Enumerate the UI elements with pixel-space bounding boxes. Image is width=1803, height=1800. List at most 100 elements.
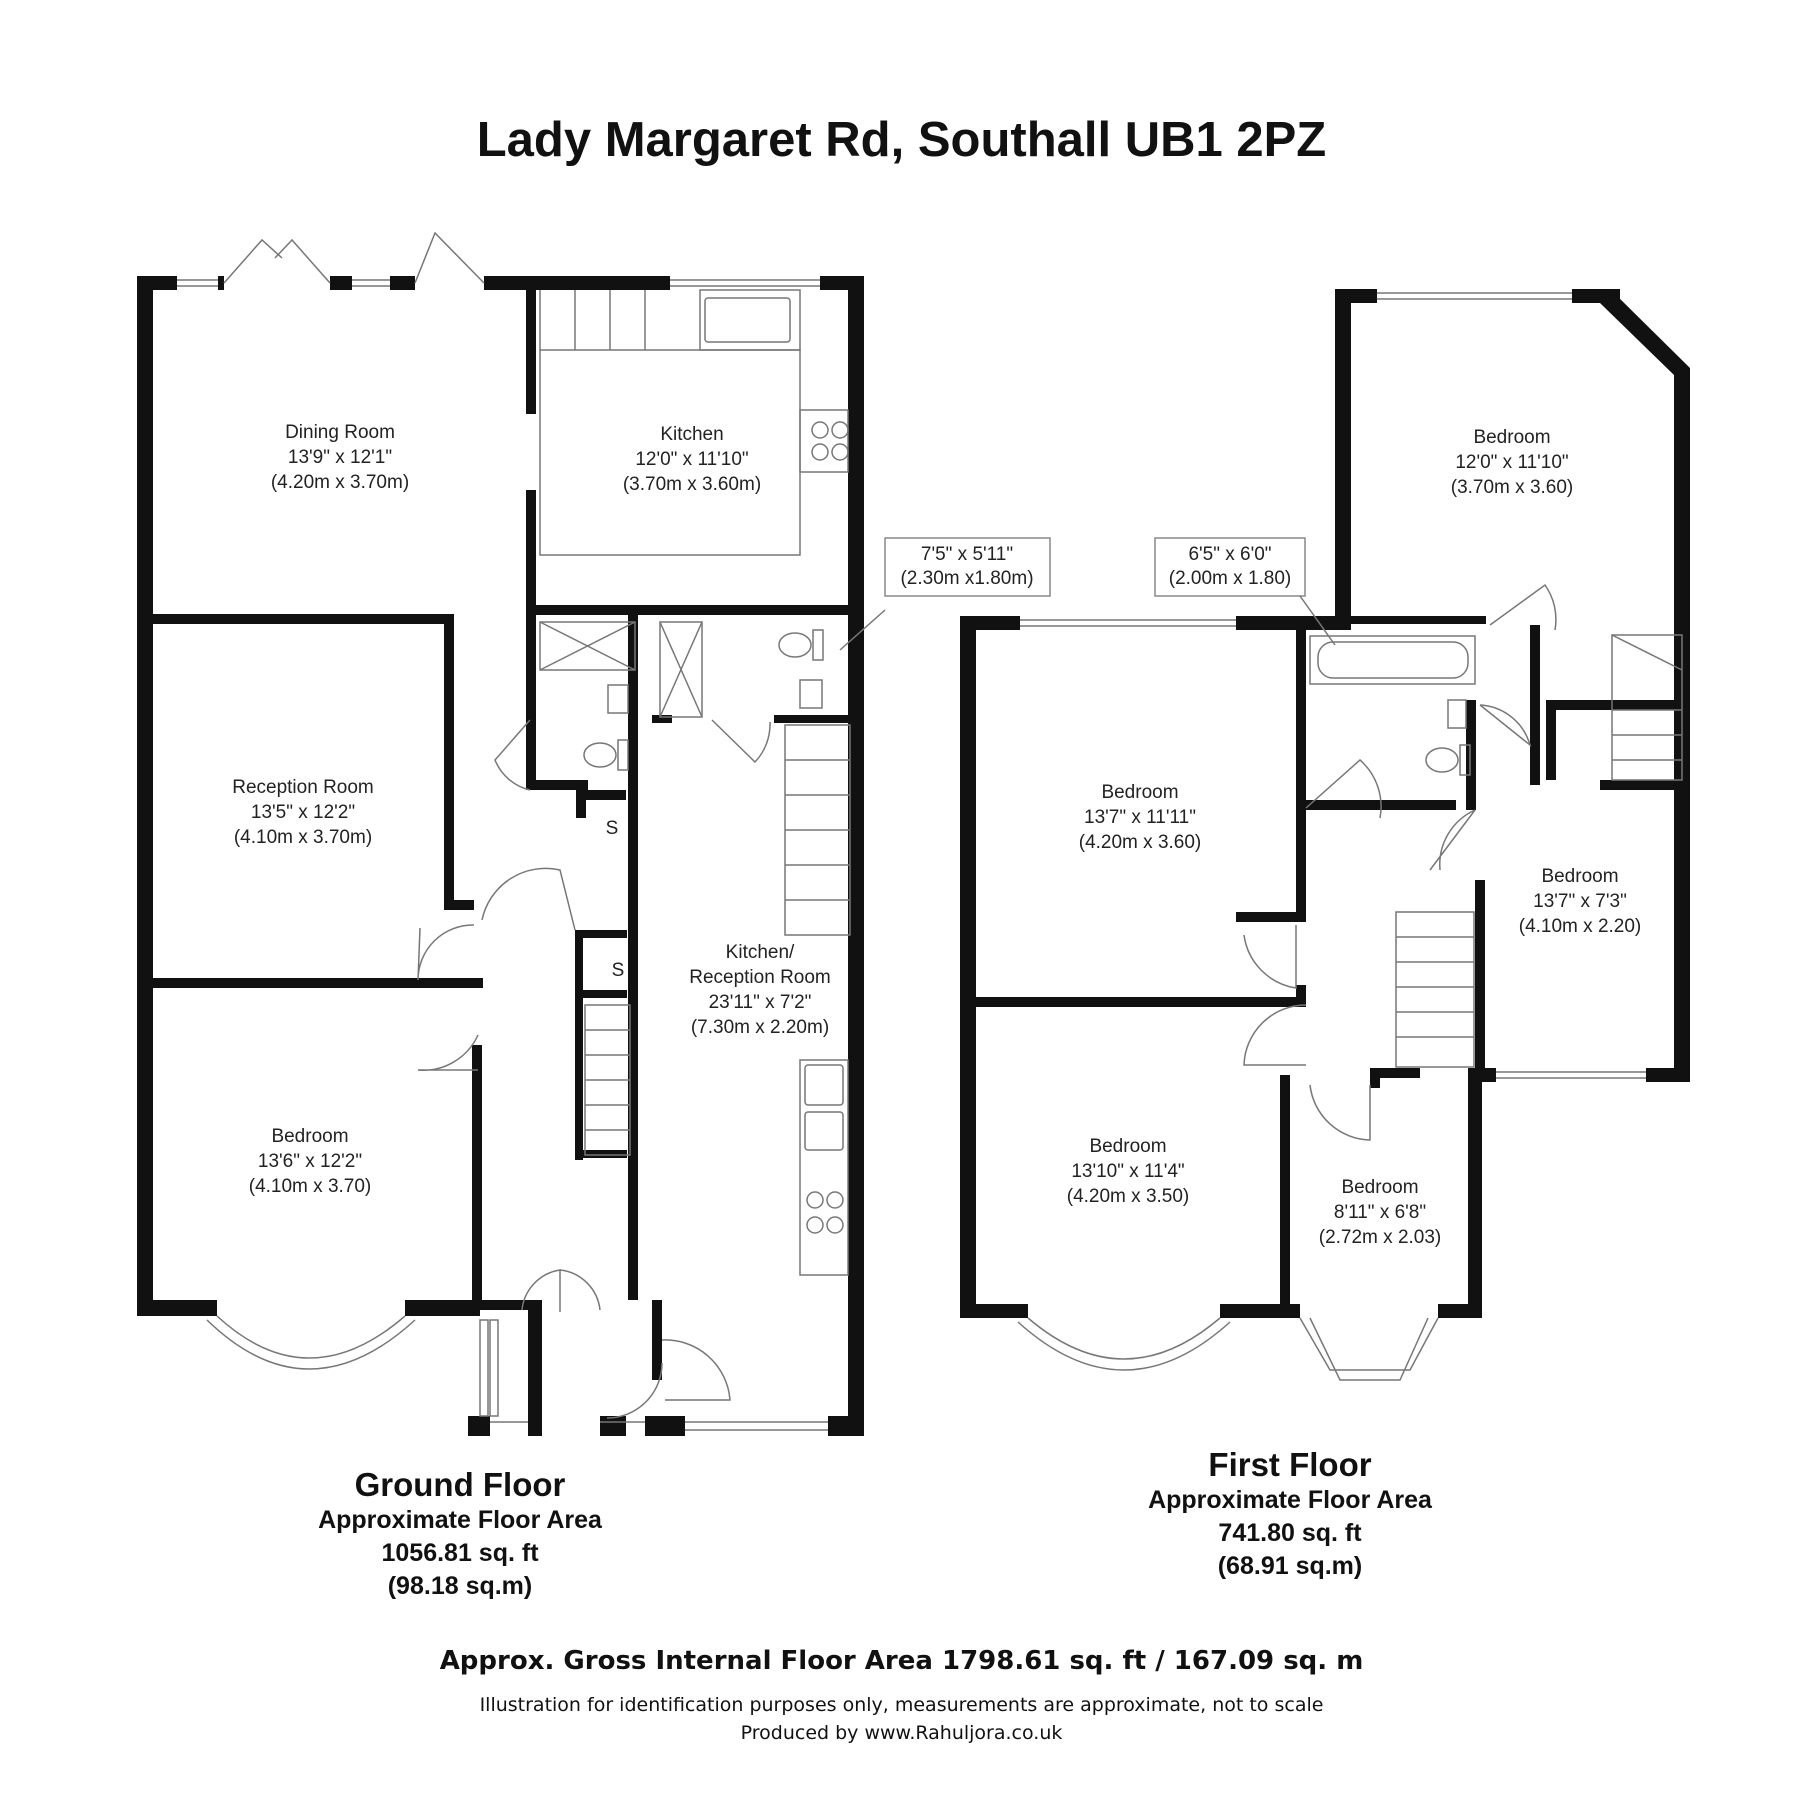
wall (1370, 1068, 1420, 1078)
wall (1546, 700, 1556, 780)
wall (576, 790, 586, 818)
wall (575, 1150, 627, 1158)
room-dim-metric: (3.70m x 3.60m) (623, 474, 761, 495)
room-dim-imperial: 13'7" x 7'3" (1533, 891, 1627, 912)
ground-floor-name: Ground Floor (354, 1466, 566, 1503)
wall (484, 276, 670, 290)
wall (1466, 700, 1474, 770)
callout-metric: (2.30m x1.80m) (900, 568, 1033, 589)
room-dim-imperial: 13'5" x 12'2" (251, 802, 355, 823)
room-dim-imperial: 13'6" x 12'2" (258, 1151, 362, 1172)
room-name: Reception Room (232, 777, 374, 798)
ground-floor-fittings (177, 231, 851, 1431)
wall (976, 997, 1306, 1007)
wall (1475, 880, 1485, 1076)
wall (575, 930, 627, 938)
ground-floor-area-sqm: (98.18 sq.m) (387, 1572, 533, 1600)
room-name: Dining Room (285, 422, 395, 443)
room-dim-metric: (4.10m x 3.70m) (234, 827, 372, 848)
room-dim-imperial: 13'7" x 11'11" (1084, 807, 1196, 828)
wall (774, 715, 854, 723)
wall (828, 1416, 864, 1436)
room-dim-metric: (3.70m x 3.60) (1451, 477, 1574, 498)
disclaimer-text: Illustration for identification purposes… (479, 1694, 1324, 1716)
wall (960, 616, 976, 1318)
wall (1600, 289, 1690, 1082)
ground-floor-summary: Ground Floor Approximate Floor Area 1056… (290, 1466, 630, 1603)
wall (444, 614, 454, 904)
wall (575, 990, 627, 998)
wall (444, 900, 474, 910)
wall (153, 978, 483, 988)
wall (526, 780, 588, 790)
wall (575, 930, 583, 1160)
room-dim-metric: (4.20m x 3.70m) (271, 472, 409, 493)
room-name: Bedroom (1473, 427, 1550, 448)
first-floor-area-sqft: 741.80 sq. ft (1218, 1519, 1362, 1547)
wall (218, 276, 224, 290)
wall (1306, 624, 1336, 630)
wall (137, 276, 153, 1316)
room-dim-imperial: 12'0" x 11'10" (635, 449, 748, 470)
ground-floor-plan (137, 276, 864, 1436)
wall (628, 615, 638, 945)
wall (652, 1300, 662, 1380)
producer-text: Produced by www.Rahuljora.co.uk (740, 1722, 1063, 1744)
wall (1296, 630, 1306, 912)
room-dim-metric: (4.10m x 2.20) (1519, 916, 1642, 937)
callout-box (1154, 537, 1306, 597)
wall (1370, 1068, 1380, 1088)
room-name: Kitchen (660, 424, 723, 445)
wall (960, 1304, 1028, 1318)
first-floor-area-sqm: (68.91 sq.m) (1217, 1552, 1363, 1580)
callout-metric: (2.00m x 1.80) (1169, 568, 1292, 589)
room-dim-imperial: 12'0" x 11'10" (1455, 452, 1568, 473)
plan-title: Lady Margaret Rd, Southall UB1 2PZ (476, 113, 1327, 167)
wall (526, 290, 536, 414)
wall (848, 276, 864, 1436)
wall (1236, 912, 1306, 922)
wall (628, 945, 638, 1300)
first-floor-name: First Floor (1208, 1446, 1372, 1483)
wall (600, 1416, 626, 1436)
wall (1280, 1075, 1290, 1315)
wall (1546, 700, 1676, 710)
ground-floor-area-label: Approximate Floor Area (318, 1506, 602, 1534)
room-dim-metric: (4.10m x 3.70) (249, 1176, 372, 1197)
room-dim-imperial: 8'11" x 6'8" (1334, 1202, 1426, 1223)
wall (1468, 1070, 1482, 1318)
room-name: Bedroom (1089, 1136, 1166, 1157)
wall (472, 1045, 482, 1307)
first-floor-labels: Bedroom 12'0" x 11'10" (3.70m x 3.60) Be… (1067, 427, 1642, 1248)
callout-imperial: 7'5" x 5'11" (921, 544, 1013, 565)
wall (1335, 289, 1351, 624)
wall (1600, 780, 1676, 790)
wall (137, 1300, 217, 1316)
room-dim-imperial: 13'9" x 12'1" (288, 447, 392, 468)
room-name-2: Reception Room (689, 967, 831, 988)
wall (1646, 1068, 1690, 1082)
wall (576, 790, 626, 800)
wall (652, 715, 672, 723)
room-dim-imperial: 23'11" x 7'2" (709, 992, 812, 1013)
room-dim-metric: (2.72m x 2.03) (1319, 1227, 1442, 1248)
room-dim-metric: (7.30m x 2.20m) (691, 1017, 829, 1038)
wall (526, 605, 856, 615)
callout-imperial: 6'5" x 6'0" (1188, 544, 1271, 565)
room-name: Bedroom (271, 1126, 348, 1147)
wall (330, 276, 352, 290)
room-name: Kitchen/ (726, 942, 795, 963)
ground-floor-labels: Dining Room 13'9" x 12'1" (4.20m x 3.70m… (232, 422, 1051, 1197)
wall (405, 1300, 480, 1316)
wall (472, 1300, 540, 1310)
room-dim-metric: (4.20m x 3.60) (1079, 832, 1202, 853)
wall (137, 276, 177, 290)
wall (390, 276, 415, 290)
callout-leader (839, 609, 886, 651)
wall (153, 614, 453, 624)
store-label: S (606, 818, 619, 839)
room-name: Bedroom (1341, 1177, 1418, 1198)
wall (468, 1416, 490, 1436)
first-floor-fittings (1017, 292, 1683, 1381)
